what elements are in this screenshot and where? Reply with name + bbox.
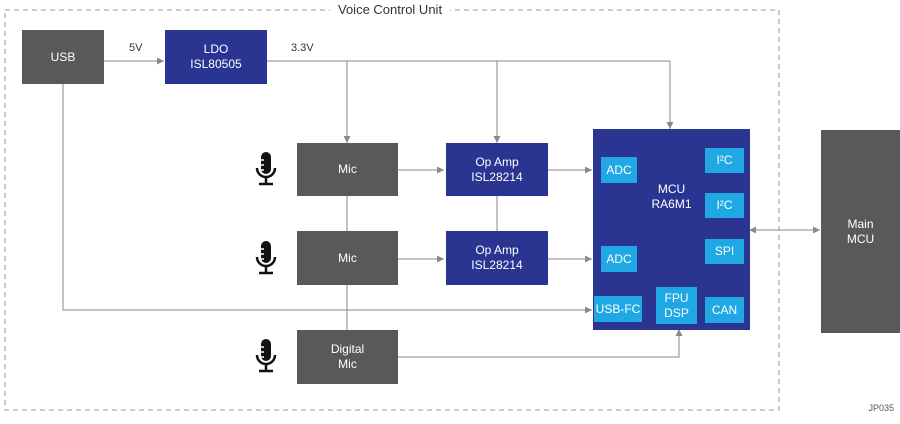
fpu-dsp-block: FPU DSP — [656, 287, 697, 324]
diagram-title: Voice Control Unit — [330, 2, 451, 17]
microphone-icon — [255, 150, 277, 186]
opamp-2-block: Op Amp ISL28214 — [446, 231, 548, 285]
voltage-3v3-label: 3.3V — [291, 42, 314, 54]
i2c-1-block: I²C — [705, 148, 744, 173]
microphone-icon — [255, 239, 277, 275]
wire-usb-usbfc — [62, 84, 592, 314]
spi-block: SPI — [705, 239, 744, 264]
ldo-block: LDO ISL80505 — [165, 30, 267, 84]
main-mcu-block: Main MCU — [821, 130, 900, 333]
microphone-icon — [255, 337, 277, 373]
adc-2-block: ADC — [601, 246, 637, 272]
digital-mic-block: Digital Mic — [297, 330, 398, 384]
mic-1-block: Mic — [297, 143, 398, 196]
voltage-5v-label: 5V — [129, 42, 143, 54]
mcu-label: MCU RA6M1 — [651, 182, 692, 211]
mic-2-block: Mic — [297, 231, 398, 285]
i2c-2-block: I²C — [705, 193, 744, 218]
wire-digitalmic-fpu — [398, 329, 683, 358]
opamp-1-block: Op Amp ISL28214 — [446, 143, 548, 196]
usb-block: USB — [22, 30, 104, 84]
usb-fc-block: USB-FC — [594, 296, 642, 322]
connections — [62, 57, 820, 358]
can-block: CAN — [705, 297, 744, 323]
adc-1-block: ADC — [601, 157, 637, 183]
figure-code: JP035 — [868, 403, 894, 413]
